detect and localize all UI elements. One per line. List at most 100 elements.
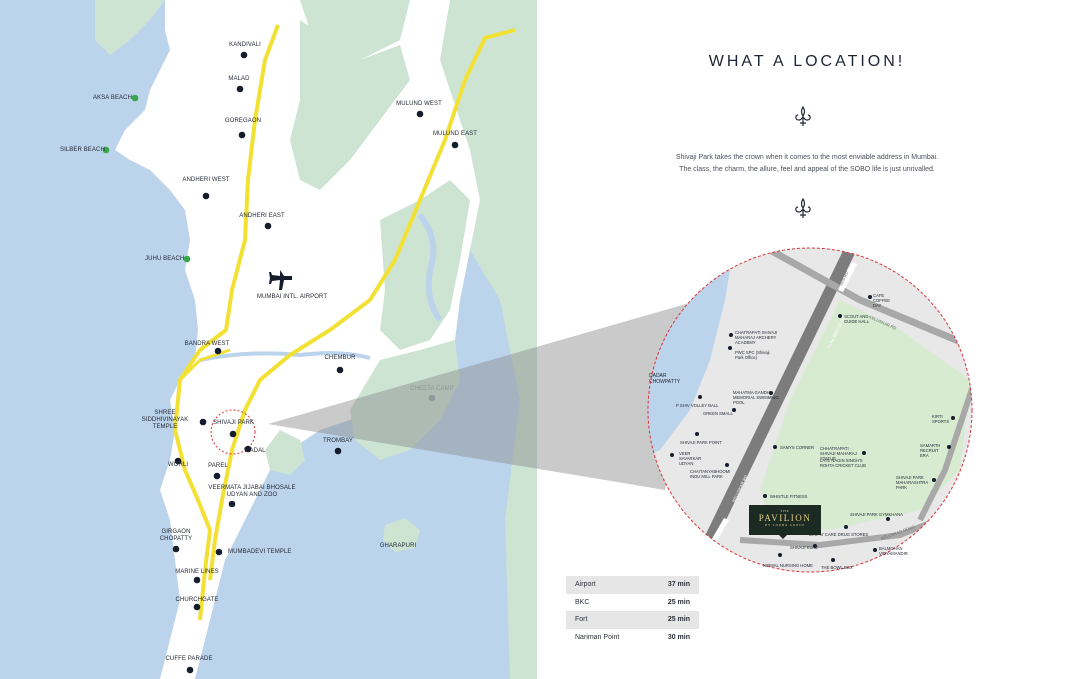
creek-mithi — [199, 351, 371, 362]
zoom-dot-veer — [670, 453, 674, 457]
project-marker-pre: THE — [780, 509, 790, 513]
dot-wadala — [244, 445, 252, 453]
dot-trombay — [334, 447, 342, 455]
dot-goregaon — [238, 131, 246, 139]
dot-girgaon — [172, 545, 180, 553]
dot-worli — [174, 457, 182, 465]
label-wadala: WADAL — [244, 448, 266, 454]
travel-place: BKC — [575, 598, 590, 606]
dot-juhu-beach — [183, 255, 191, 263]
shivaji-park-highlight — [210, 409, 256, 455]
travel-time: 25 min — [667, 616, 690, 624]
zoom-label-whistle: WHISTLE FITNESS — [770, 494, 808, 499]
zoom-dot-bowl — [831, 558, 835, 562]
mumbai-land — [115, 0, 480, 679]
dot-andheri-east — [264, 222, 272, 230]
dot-chembur — [336, 366, 344, 374]
label-shivaji-park: SHIVAJI PARK — [213, 420, 254, 426]
airport-icon — [269, 270, 292, 290]
project-marker-name: PAVILION — [758, 513, 812, 523]
travel-time: 37 min — [667, 581, 690, 589]
dot-bandra-west — [214, 347, 222, 355]
label-marine-lines: MARINE LINES — [175, 569, 219, 575]
greenery-mangrove — [380, 180, 470, 350]
travel-place: Fort — [575, 616, 588, 624]
label-airport: MUMBAI INTL. AIRPORT — [256, 294, 328, 300]
description: Shivaji Park takes the crown when it com… — [640, 152, 974, 176]
greenery-sanjay — [290, 20, 410, 190]
travel-place: Airport — [575, 581, 596, 589]
greenery-east — [300, 0, 537, 679]
zoom-label-park-point: SHIVAJI PARK POINT — [680, 440, 722, 445]
zoom-label-samarth: SAMARTH RECRUIT ERA — [920, 443, 941, 458]
label-trombay: TROMBAY — [323, 438, 353, 444]
table-row: BKC 25 min — [566, 593, 699, 611]
label-parel: PAREL — [208, 463, 228, 469]
zoom-road-label-keluskar-s: KELUSKAR RD — [731, 474, 749, 503]
zoom-label-corner: SAMYS CORNER — [780, 445, 814, 450]
beach-dots — [102, 94, 191, 263]
zoom-dot-maharashtra — [932, 478, 936, 482]
dot-cuffe-parade — [186, 666, 194, 674]
table-row: Nariman Point 30 min — [566, 628, 699, 646]
zoom-road-label-svs: SVS RD — [838, 270, 850, 287]
label-veermata: VEERMATA JIJABAI BHOSALE UDYAN AND ZOO — [208, 485, 296, 498]
label-malad: MALAD — [228, 76, 250, 82]
dot-churchgate — [193, 603, 201, 611]
zoom-label-archery: CHATRAPATI SHIVAJI MAHARAJ ARCHERY ACADE… — [735, 330, 778, 345]
label-worli: WORLI — [167, 462, 189, 468]
arrow-south — [709, 518, 729, 546]
dot-kandivali — [240, 51, 248, 59]
label-goregaon: GOREGAON — [224, 118, 262, 124]
zoom-label-pwc: PWC SPC (Shivaji Park Office) — [735, 350, 770, 360]
zoom-dot-whistle — [763, 494, 767, 498]
zoom-label-gymkhana: SHIVAJI PARK GYMKHANA — [850, 512, 903, 517]
zoom-label-balmohan: BALMOHAN VIDYAMANDIR — [879, 546, 908, 556]
label-aksa-beach: AKSA BEACH — [93, 95, 133, 101]
zoom-dot-nirmal — [778, 553, 782, 557]
label-cheeta-camp: CHEETA CAMP — [410, 386, 454, 392]
zoom-label-volley: P SHIV VOLLEY BALL — [676, 403, 719, 408]
zoom-sea — [648, 248, 735, 460]
label-churchgate: CHURCHGATE — [175, 597, 219, 603]
zoom-label-statue-sub: LATE NAGIN SINGH'S ROHTA CRICKET CLUB — [820, 458, 866, 468]
zoom-road-label-tilak: TILAK BRIDGE RD — [825, 315, 847, 350]
table-row: Airport 37 min — [566, 576, 699, 594]
label-mulund-west: MULUND WEST — [396, 101, 442, 107]
zoom-label-chaitanya: CHAITANYABHOOMI INDU MILL PARK — [690, 469, 731, 479]
description-line-2: The class, the charm, the allure, feel a… — [679, 166, 935, 173]
zoom-label-scout: SCOUT AND GUIDE HALL — [844, 314, 869, 324]
page-title: WHAT A LOCATION! — [708, 53, 906, 70]
travel-times-table: Airport 37 min BKC 25 min Fort 25 min Na… — [566, 576, 699, 646]
zoom-dot-pwc — [728, 346, 732, 350]
zoom-label-mahatma: MAHATMA GANDHI MEMORIAL SWIMMING POOL — [733, 390, 779, 405]
zoom-road-label-sbm: KELUSKAR ROAD — [880, 524, 916, 541]
zoom-label-kirti: KIRTI SPORTS — [932, 414, 950, 424]
zoom-label-nirmal: NIRMAL NURSING HOME — [763, 563, 813, 568]
label-gharapuri: GHARAPURI — [379, 543, 417, 549]
dot-marine-lines — [193, 576, 201, 584]
project-marker: THE PAVILION BY LODHA GROUP — [749, 505, 821, 539]
label-girgaon: GIRGAON CHOPATTY — [159, 529, 193, 542]
zoom-label-statue: CHHATRAPATI SHIVAJI MAHARAJ STATUE — [820, 446, 857, 461]
creek — [417, 213, 443, 322]
dot-mumbadevi — [215, 548, 223, 556]
zoom-label-bowl: THE BOWL BOX — [821, 565, 853, 570]
dot-andheri-west — [202, 192, 210, 200]
greenery-island — [265, 430, 305, 475]
label-andheri-west: ANDHERI WEST — [182, 177, 230, 183]
dot-mulund-west — [416, 110, 424, 118]
zoom-dot-volley — [698, 395, 702, 399]
label-mumbadevi: MUMBADEVI TEMPLE — [228, 549, 292, 555]
zoom-dot-gymkhana — [886, 517, 890, 521]
zoom-label-maharashtra: SHIVAJI PARK MAHARASHTRA PARK — [896, 475, 928, 490]
table-row: Fort 25 min — [566, 611, 699, 629]
zoom-label-veer: VEER SAVARKAR UDYAN — [679, 451, 702, 466]
dot-silber-beach — [102, 146, 110, 154]
zoom-label-kunj: SHIVAJI KUNJ — [790, 545, 818, 550]
label-andheri-east: ANDHERI EAST — [239, 213, 285, 219]
dot-parel — [213, 472, 221, 480]
zoom-dot-park-point — [695, 432, 699, 436]
zoom-dot-cafe — [868, 295, 872, 299]
zoom-label-cafe: CAFE COFFEE DAY — [873, 293, 890, 308]
